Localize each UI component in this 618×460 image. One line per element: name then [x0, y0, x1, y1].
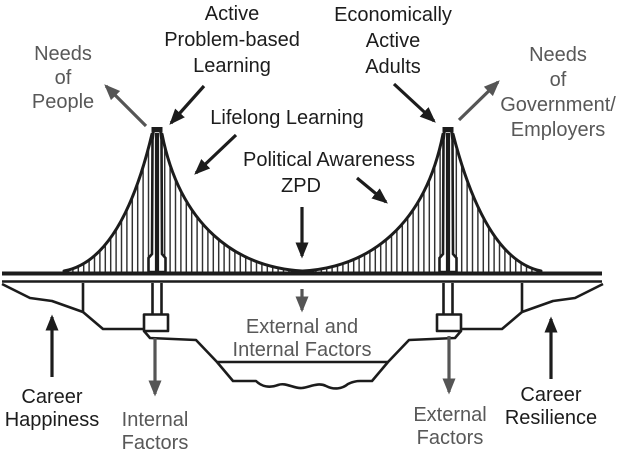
right-outer-cable [451, 132, 543, 273]
label-economically-active-adults: Economically Active Adults [334, 4, 452, 78]
valley-outline [143, 330, 462, 390]
needs-of-people-arrow [104, 84, 148, 128]
label-zpd: ZPD [281, 175, 321, 197]
left-outer-cable [62, 132, 154, 273]
label-political-awareness: Political Awareness [243, 149, 415, 171]
label-career-resilience: Career Resilience [504, 384, 598, 429]
label-internal-factors: Internal Factors [121, 409, 189, 454]
gray-arrows [104, 80, 500, 397]
left-slope [82, 311, 144, 331]
right-slope [461, 311, 523, 331]
active-pbl-arrow [169, 84, 206, 125]
right-abutment [521, 282, 604, 314]
left-footing [142, 313, 170, 333]
right-tower-cap [442, 127, 454, 132]
label-external-factors: External Factors [413, 404, 487, 449]
economically-active-arrow [392, 82, 436, 123]
label-career-happiness: Career Happiness [4, 386, 100, 431]
left-pier [151, 283, 163, 314]
main-cables [62, 132, 543, 273]
right-inner-cable [301, 132, 445, 273]
lifelong-learning-arrow [194, 133, 238, 175]
right-pier [442, 283, 454, 314]
substructure [1, 282, 604, 390]
left-tower-cap [151, 127, 163, 132]
bridge-deck [2, 271, 602, 283]
left-abutment [1, 282, 84, 314]
right-footing [435, 313, 463, 333]
needs-of-government-arrow [457, 80, 500, 122]
left-tower [147, 127, 167, 274]
label-lifelong-learning: Lifelong Learning [210, 107, 364, 129]
political-awareness-arrow [355, 176, 388, 204]
black-arrows [45, 82, 558, 379]
label-active-problem-based-learning: Active Problem-based Learning [164, 3, 300, 77]
right-tower [438, 127, 458, 274]
left-inner-cable [160, 132, 304, 273]
label-external-and-internal-factors: External and Internal Factors [232, 316, 372, 361]
label-needs-of-government-employers: Needs of Government/ Employers [500, 44, 616, 141]
label-needs-of-people: Needs of People [31, 43, 95, 113]
suspender-cables [64, 134, 541, 272]
